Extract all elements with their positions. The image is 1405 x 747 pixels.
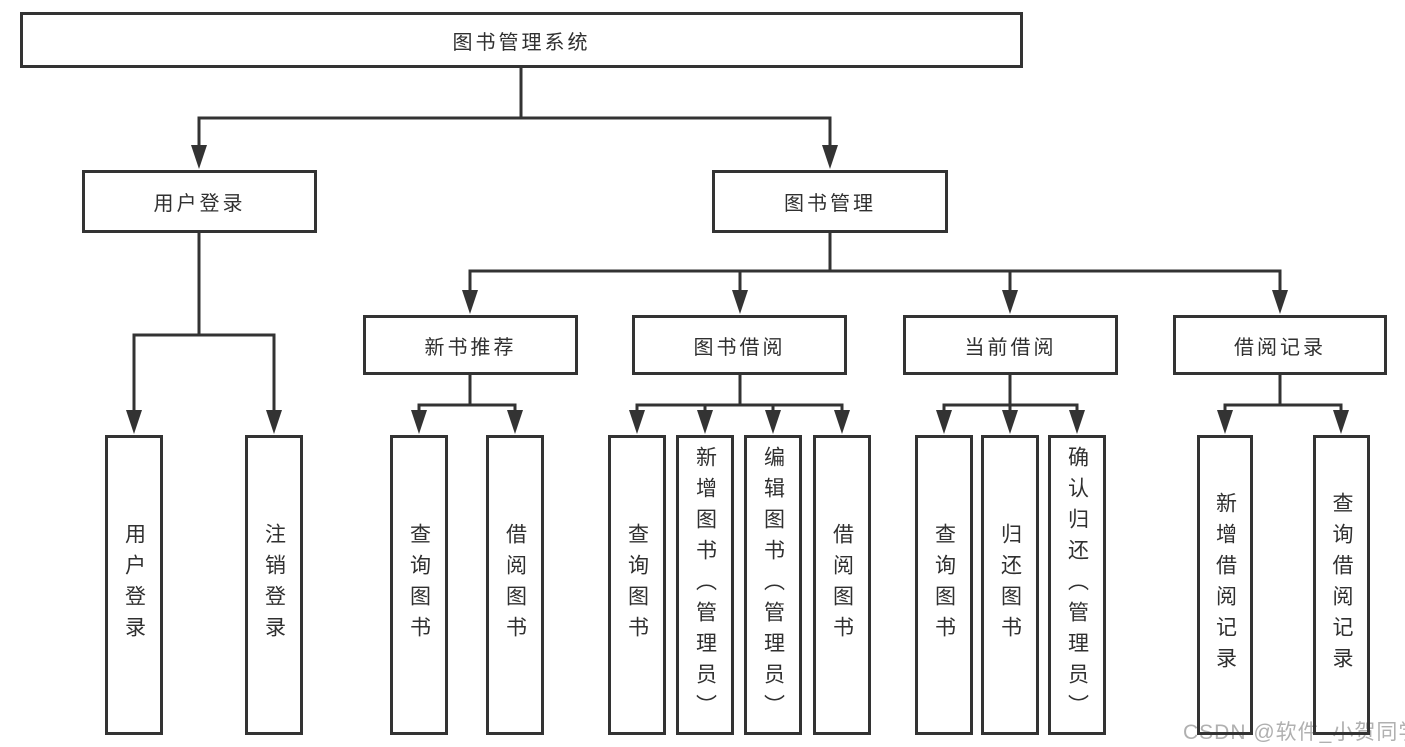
node-leaf-confirm-return-admin: 确认归还（管理员） [1048, 435, 1106, 735]
connector-root-rail [197, 116, 832, 150]
node-leaf-user-login: 用户登录 [105, 435, 163, 735]
connector-newbook-rail [417, 403, 517, 416]
node-borrowing-records: 借阅记录 [1173, 315, 1387, 375]
arrow-leaf-4 [507, 410, 523, 434]
arrow-book-management [822, 145, 838, 169]
arrow-new-book [462, 290, 478, 314]
arrow-leaf-7 [765, 410, 781, 434]
node-leaf-query-books-recommend: 查询图书 [390, 435, 448, 735]
arrow-leaf-12 [1217, 410, 1233, 434]
node-current-borrowing: 当前借阅 [903, 315, 1118, 375]
node-leaf-return-books: 归还图书 [981, 435, 1039, 735]
node-leaf-borrow-books-recommend: 借阅图书 [486, 435, 544, 735]
node-leaf-add-borrow-record: 新增借阅记录 [1197, 435, 1253, 735]
node-user-login: 用户登录 [82, 170, 317, 233]
connector-userlogin-rail [132, 333, 276, 416]
arrow-user-login [191, 145, 207, 169]
connector-borrowing-rail [635, 403, 844, 416]
arrow-leaf-5 [629, 410, 645, 434]
arrow-leaf-9 [936, 410, 952, 434]
node-leaf-borrow-books-borrowing: 借阅图书 [813, 435, 871, 735]
connector-records-rail [1223, 403, 1343, 416]
arrow-leaf-3 [411, 410, 427, 434]
node-leaf-query-borrow-record: 查询借阅记录 [1313, 435, 1370, 735]
arrow-leaf-1 [126, 410, 142, 434]
node-book-management: 图书管理 [712, 170, 948, 233]
node-leaf-add-books-admin: 新增图书（管理员） [676, 435, 734, 735]
node-leaf-edit-books-admin: 编辑图书（管理员） [744, 435, 802, 735]
arrow-leaf-13 [1333, 410, 1349, 434]
node-book-borrowing: 图书借阅 [632, 315, 847, 375]
arrow-leaf-8 [834, 410, 850, 434]
connector-current-rail [942, 403, 1079, 416]
arrow-current-borrowing [1002, 290, 1018, 314]
node-new-book-recommendation: 新书推荐 [363, 315, 578, 375]
arrow-borrowing-records [1272, 290, 1288, 314]
node-leaf-query-books-borrowing: 查询图书 [608, 435, 666, 735]
node-leaf-query-books-current: 查询图书 [915, 435, 973, 735]
arrow-leaf-10 [1002, 410, 1018, 434]
arrow-leaf-2 [266, 410, 282, 434]
csdn-watermark: CSDN @软件_小贺同学 [1183, 721, 1405, 744]
arrow-leaf-11 [1069, 410, 1085, 434]
node-library-system: 图书管理系统 [20, 12, 1023, 68]
arrow-leaf-6 [697, 410, 713, 434]
node-leaf-logout: 注销登录 [245, 435, 303, 735]
connector-bookmgmt-rail [468, 269, 1282, 295]
arrow-book-borrowing [732, 290, 748, 314]
